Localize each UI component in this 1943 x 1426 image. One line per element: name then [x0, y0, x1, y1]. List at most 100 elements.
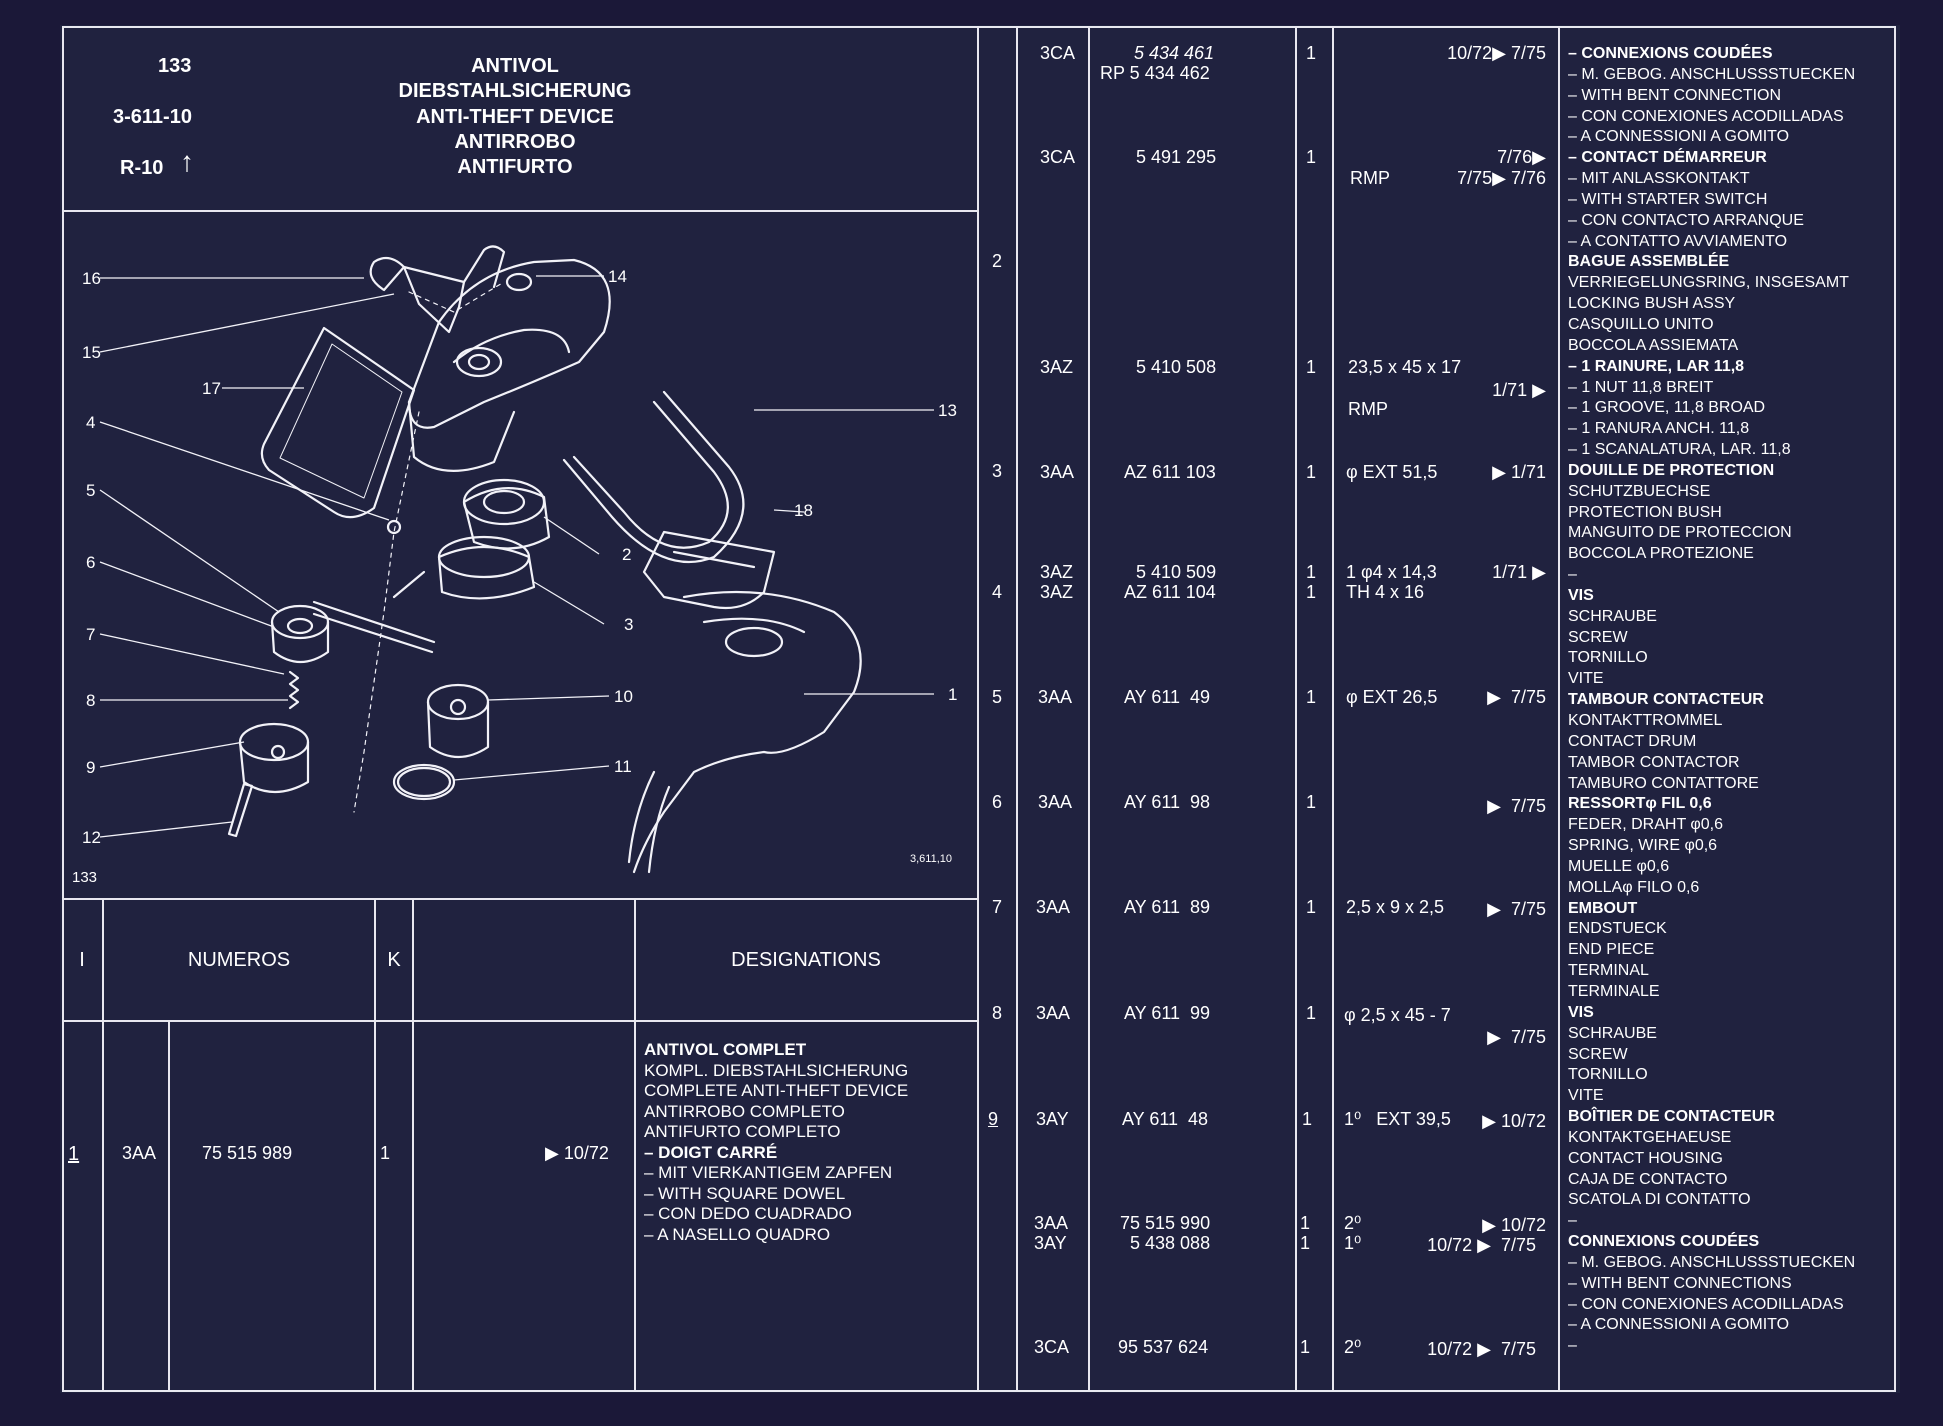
divider-left-k	[374, 898, 376, 1392]
row-spec: TH 4 x 16	[1346, 582, 1425, 602]
row-code: 3AZ	[1040, 562, 1074, 582]
row-k: 1	[1306, 792, 1317, 812]
row-k: 1	[1306, 462, 1317, 482]
row-number: 75 515 990	[1120, 1213, 1211, 1233]
divider-desc-col	[1558, 26, 1560, 1392]
desc-line: – WITH SQUARE DOWEL	[644, 1183, 846, 1203]
callout-11: 11	[614, 757, 632, 776]
callout-16: 16	[82, 269, 101, 288]
row-date: ▶ 7/75	[1487, 687, 1546, 707]
row-spec: RMP	[1350, 168, 1390, 188]
row-code: 3CA	[1034, 1337, 1070, 1357]
desc-line: – 1 RAINURE, LAR 11,8	[1568, 357, 1745, 375]
callout-13: 13	[938, 401, 957, 420]
divider-table-head	[62, 1020, 978, 1022]
callout-17: 17	[202, 379, 221, 398]
callout-5: 5	[86, 481, 95, 500]
desc-line: SCREW	[1568, 1045, 1628, 1063]
exploded-diagram: 16 15 17 4 5 6 7 8 9 12 14 13 18 2 3 10 …	[72, 245, 957, 886]
row-k: 1	[1306, 147, 1317, 167]
desc-line: – 1 RANURA ANCH. 11,8	[1568, 420, 1750, 438]
title-it: ANTIFURTO	[457, 156, 573, 178]
diagram-page-tag: 133	[72, 869, 97, 886]
row-spec: 2⁰	[1344, 1213, 1362, 1233]
col-designations-header: DESIGNATIONS	[731, 949, 881, 971]
desc-line: SCHRAUBE	[1568, 1024, 1657, 1042]
callout-9: 9	[86, 758, 95, 777]
desc-line: ENDSTUECK	[1568, 920, 1667, 938]
divider-left-desc	[634, 898, 636, 1392]
desc-line: TAMBOR CONTACTOR	[1568, 753, 1740, 771]
callout-4: 4	[86, 413, 95, 432]
divider-left-spec	[412, 898, 414, 1392]
desc-line: – CON CONTACTO ARRANQUE	[1568, 211, 1804, 229]
desc-line: – CON CONEXIONES ACODILLADAS	[1568, 107, 1844, 125]
desc-line: TAMBURO CONTATTORE	[1568, 774, 1759, 792]
desc-line: SCHRAUBE	[1568, 607, 1657, 625]
desc-line: – 1 GROOVE, 11,8 BROAD	[1568, 399, 1766, 417]
desc-line: – 1 SCANALATURA, LAR. 11,8	[1568, 441, 1791, 459]
row-code: 3AA	[1034, 1213, 1069, 1233]
desc-line: – CONNEXIONS COUDÉES	[1568, 45, 1773, 62]
version-label: R-10	[120, 157, 164, 179]
row-number: AY 611 89	[1124, 897, 1211, 917]
row-spec: 23,5 x 45 x 17	[1348, 357, 1462, 377]
row-spec: 1⁰	[1344, 1233, 1362, 1253]
desc-line: – DOIGT CARRÉ	[644, 1142, 778, 1162]
row-date: ▶ 1/71	[1492, 462, 1546, 482]
row-code: 3CA	[1040, 147, 1076, 167]
desc-line: TERMINALE	[1568, 982, 1660, 1000]
entry-description: ANTIVOL COMPLET KOMPL. DIEBSTAHLSICHERUN…	[644, 1040, 908, 1245]
desc-line: – M. GEBOG. ANSCHLUSSSTUECKEN	[1568, 1253, 1856, 1271]
desc-line: VIS	[1568, 1003, 1594, 1021]
desc-line: MANGUITO DE PROTECCION	[1568, 524, 1792, 542]
desc-line: – M. GEBOG. ANSCHLUSSSTUECKEN	[1568, 65, 1856, 83]
row-date: 7/76▶	[1497, 147, 1546, 167]
desc-line: VERRIEGELUNGSRING, INSGESAMT	[1568, 274, 1849, 292]
divider-left-panel	[977, 26, 979, 1392]
callout-2: 2	[622, 545, 631, 564]
row-k: 1	[1306, 897, 1317, 917]
desc-line: TORNILLO	[1568, 649, 1648, 667]
row-k: 1	[1306, 1003, 1317, 1023]
title-es: ANTIRROBO	[454, 131, 576, 153]
desc-line: – WITH BENT CONNECTION	[1568, 86, 1782, 104]
frame-bottom	[62, 1390, 1896, 1392]
col-i-header: I	[79, 949, 85, 971]
desc-line: SCATOLA DI CONTATTO	[1568, 1191, 1751, 1209]
row-date: 1/71 ▶	[1492, 562, 1546, 582]
row-code: 3AA	[1038, 792, 1073, 812]
desc-line: SPRING, WIRE φ0,6	[1568, 837, 1718, 855]
entry-date: ▶ 10/72	[545, 1143, 609, 1163]
row-k: 1	[1306, 357, 1317, 377]
item-number: 8	[992, 1003, 1003, 1023]
row-number: RP 5 434 462	[1100, 63, 1210, 83]
desc-line: RESSORTφ FIL 0,6	[1568, 795, 1712, 813]
divider-left-i	[102, 898, 104, 1392]
desc-line: LOCKING BUSH ASSY	[1568, 295, 1736, 313]
diagram-ref-code: 3,611,10	[910, 853, 952, 865]
desc-line: – WITH BENT CONNECTIONS	[1568, 1274, 1792, 1292]
desc-line: KONTAKTTROMMEL	[1568, 712, 1723, 729]
row-k: 1	[1306, 562, 1317, 582]
desc-line: ANTIFURTO COMPLETO	[644, 1122, 841, 1141]
desc-line: – MIT ANLASSKONTAKT	[1568, 170, 1750, 188]
callout-3: 3	[624, 615, 633, 634]
row-code: 3AA	[1036, 1003, 1071, 1023]
desc-line: PROTECTION BUSH	[1568, 503, 1722, 521]
row-k: 1	[1306, 43, 1317, 63]
desc-line: END PIECE	[1568, 941, 1655, 959]
row-k: 1	[1300, 1213, 1311, 1233]
entry-number: 75 515 989	[202, 1143, 293, 1163]
row-code: 3AA	[1040, 462, 1075, 482]
right-descriptions: – CONNEXIONS COUDÉES – M. GEBOG. ANSCHLU…	[1568, 44, 1892, 1357]
frame-right	[1894, 26, 1896, 1392]
row-code: 3CA	[1040, 43, 1076, 63]
desc-line: BOCCOLA PROTEZIONE	[1568, 545, 1754, 563]
row-date: 10/72▶ 7/75	[1447, 43, 1546, 63]
item-number: 5	[992, 687, 1003, 707]
row-number: AY 611 48	[1122, 1109, 1209, 1129]
desc-line: COMPLETE ANTI-THEFT DEVICE	[644, 1081, 909, 1100]
row-k: 1	[1306, 582, 1317, 602]
desc-line: CONTACT HOUSING	[1568, 1149, 1723, 1167]
